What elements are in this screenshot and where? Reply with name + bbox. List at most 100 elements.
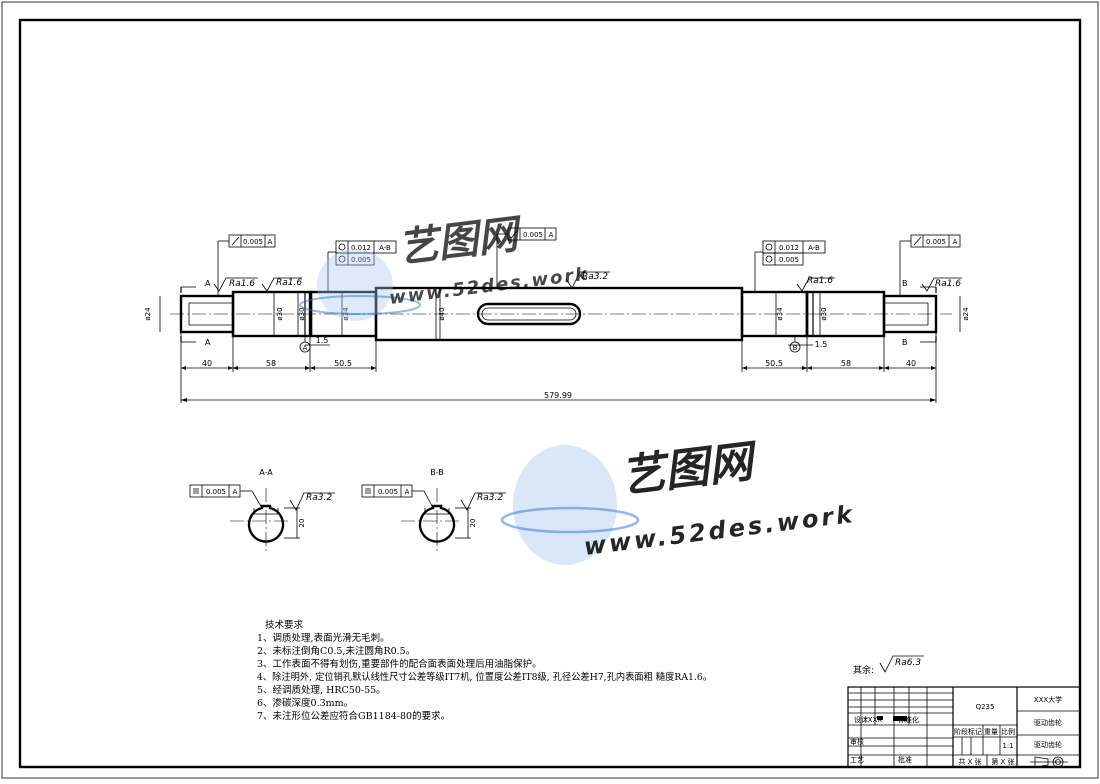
dim-1-5-left: 1.5 (316, 336, 329, 345)
tb-scale: 1:1 (1002, 742, 1013, 750)
dim-1-5-right: 1.5 (815, 340, 828, 349)
svg-text:其余:: 其余: (853, 664, 874, 676)
tb-std-label: 标准化 (898, 715, 919, 724)
watermark-url: www.52des.work (582, 500, 856, 561)
dim-50-5-left: 50.5 (334, 359, 352, 368)
dim-40-left: 40 (202, 359, 212, 368)
section-a-bottom: A (205, 338, 211, 347)
roughness-r7-symbol (460, 492, 506, 511)
svg-text:ø24: ø24 (144, 307, 152, 321)
section-aa-view: A-A 20 0.005 A Ra3.2 (189, 468, 335, 552)
gdt-right-cylindricity: 0.012 A-B 0.005 (754, 240, 826, 292)
note-item: 2、未标注倒角C0.5,未注圆角R0.5。 (257, 645, 415, 657)
section-b-top: B (902, 279, 908, 288)
gdt-left-runout: 0.005 A (217, 234, 276, 296)
section-b-bottom: B (902, 338, 908, 347)
tb-part-name: 驱动齿轮 (1034, 718, 1062, 727)
svg-text:ø30: ø30 (276, 307, 284, 320)
dimensions: 40 58 1.5 50.5 50.5 1.5 58 40 579.99 (180, 332, 937, 403)
note-item: 7、未注形位公差应符合GB1184-80的要求。 (257, 710, 450, 722)
svg-text:0.005: 0.005 (206, 488, 226, 496)
dim-58-right: 58 (841, 359, 851, 368)
svg-text:Ra1.6: Ra1.6 (807, 276, 833, 286)
roundness-icon (338, 255, 346, 263)
dim-40-right: 40 (906, 359, 916, 368)
technical-notes: 技术要求 1、调质处理,表面光滑无毛刺。 2、未标注倒角C0.5,未注圆角R0.… (257, 619, 712, 722)
svg-text:A: A (953, 238, 958, 246)
symmetry-icon (365, 488, 371, 494)
section-aa-title: A-A (259, 468, 273, 477)
tb-review-label: 审核 (850, 737, 864, 746)
tb-sheet-no: 第 X 张 (991, 757, 1014, 766)
note-item: 5、经调质处理, HRC50-55。 (257, 684, 386, 696)
tb-design-label: 设计 (854, 715, 868, 724)
svg-text:0.005: 0.005 (351, 256, 371, 264)
svg-text:0.005: 0.005 (378, 488, 398, 496)
svg-text:0.012: 0.012 (779, 244, 799, 252)
watermark-brand: 艺图网 (618, 435, 761, 502)
roughness-r1: Ra1.6 (213, 277, 258, 292)
svg-text:0.005: 0.005 (779, 256, 799, 264)
section-marker-a: A A (180, 279, 211, 347)
svg-text:0.005: 0.005 (243, 238, 263, 246)
roughness-r6-symbol (289, 492, 335, 511)
runout-arrow-icon (510, 229, 519, 239)
datum-a: A (299, 336, 311, 353)
svg-text:ø30: ø30 (820, 307, 828, 320)
roughness-r2: Ra1.6 (261, 277, 302, 292)
shaft-right-end (882, 294, 938, 334)
svg-text:0.012: 0.012 (351, 244, 371, 252)
svg-text:A-B: A-B (379, 244, 391, 252)
svg-text:0.005: 0.005 (523, 231, 543, 239)
note-item: 1、调质处理,表面光滑无毛刺。 (257, 632, 390, 644)
svg-text:Ra1.6: Ra1.6 (935, 279, 961, 289)
runout-arrow-icon (231, 236, 240, 246)
section-marker-b: B B (902, 279, 937, 347)
title-block: Q235 XXX大学 驱动齿轮 驱动齿轮 阶段标记 重量 比例 1:1 共 X … (847, 686, 1081, 768)
note-item: 4、除注明外, 定位销孔默认线性尺寸公差等级IT7机, 位置度公差IT8级, 孔… (257, 671, 712, 683)
runout-arrow-icon (913, 236, 922, 246)
watermark-brand: 艺图网 (396, 211, 527, 272)
svg-text:A-B: A-B (808, 244, 820, 252)
tb-drawing-no: 驱动齿轮 (1034, 740, 1062, 749)
tb-stage-label: 阶段标记 (954, 727, 982, 736)
svg-text:A: A (233, 488, 238, 496)
cylindricity-icon (338, 243, 346, 251)
gdt-left-cylindricity: 0.012 A-B 0.005 (327, 240, 397, 292)
svg-text:Ra3.2: Ra3.2 (306, 493, 332, 503)
roughness-r3: Ra3.2 (565, 271, 610, 289)
dim-58-left: 58 (266, 359, 276, 368)
datum-b: B (789, 336, 801, 353)
projection-symbol-icon (1030, 756, 1068, 768)
inner-frame (18, 18, 1082, 769)
roughness-r5: Ra1.6 (921, 277, 962, 292)
svg-text:ø30: ø30 (298, 307, 306, 320)
rest-roughness: 其余: Ra6.3 (853, 655, 924, 676)
tb-university: XXX大学 (1034, 695, 1062, 704)
section-a-top: A (205, 279, 211, 288)
keyway-slot (476, 302, 582, 326)
tb-design-name: XXXX (863, 716, 882, 724)
svg-text:ø24: ø24 (962, 307, 970, 321)
svg-text:A: A (549, 231, 554, 239)
roughness-r4: Ra1.6 (796, 276, 835, 292)
svg-text:ø34: ø34 (776, 307, 784, 321)
gdt-mid-runout: 0.005 A (496, 227, 557, 288)
watermark-middle: 艺图网 www.52des.work (500, 435, 857, 565)
section-bb-view: B-B 20 0.005 A Ra3.2 (361, 468, 506, 552)
gdt-right-runout: 0.005 A (899, 234, 961, 296)
svg-text:ø40: ø40 (438, 307, 446, 320)
svg-text:A: A (303, 344, 308, 352)
dim-total: 579.99 (544, 391, 572, 400)
notes-title: 技术要求 (265, 619, 304, 631)
roundness-icon (765, 255, 773, 263)
svg-text:Ra3.2: Ra3.2 (582, 272, 608, 282)
svg-text:Ra3.2: Ra3.2 (477, 493, 503, 503)
tb-weight-label: 重量 (984, 728, 998, 736)
svg-text:Ra1.6: Ra1.6 (229, 279, 255, 289)
watermark-url: www.52des.work (388, 264, 590, 309)
cylindricity-icon (765, 243, 773, 251)
tb-process-label: 工艺 (850, 756, 864, 764)
tb-scale-label: 比例 (1001, 727, 1015, 736)
